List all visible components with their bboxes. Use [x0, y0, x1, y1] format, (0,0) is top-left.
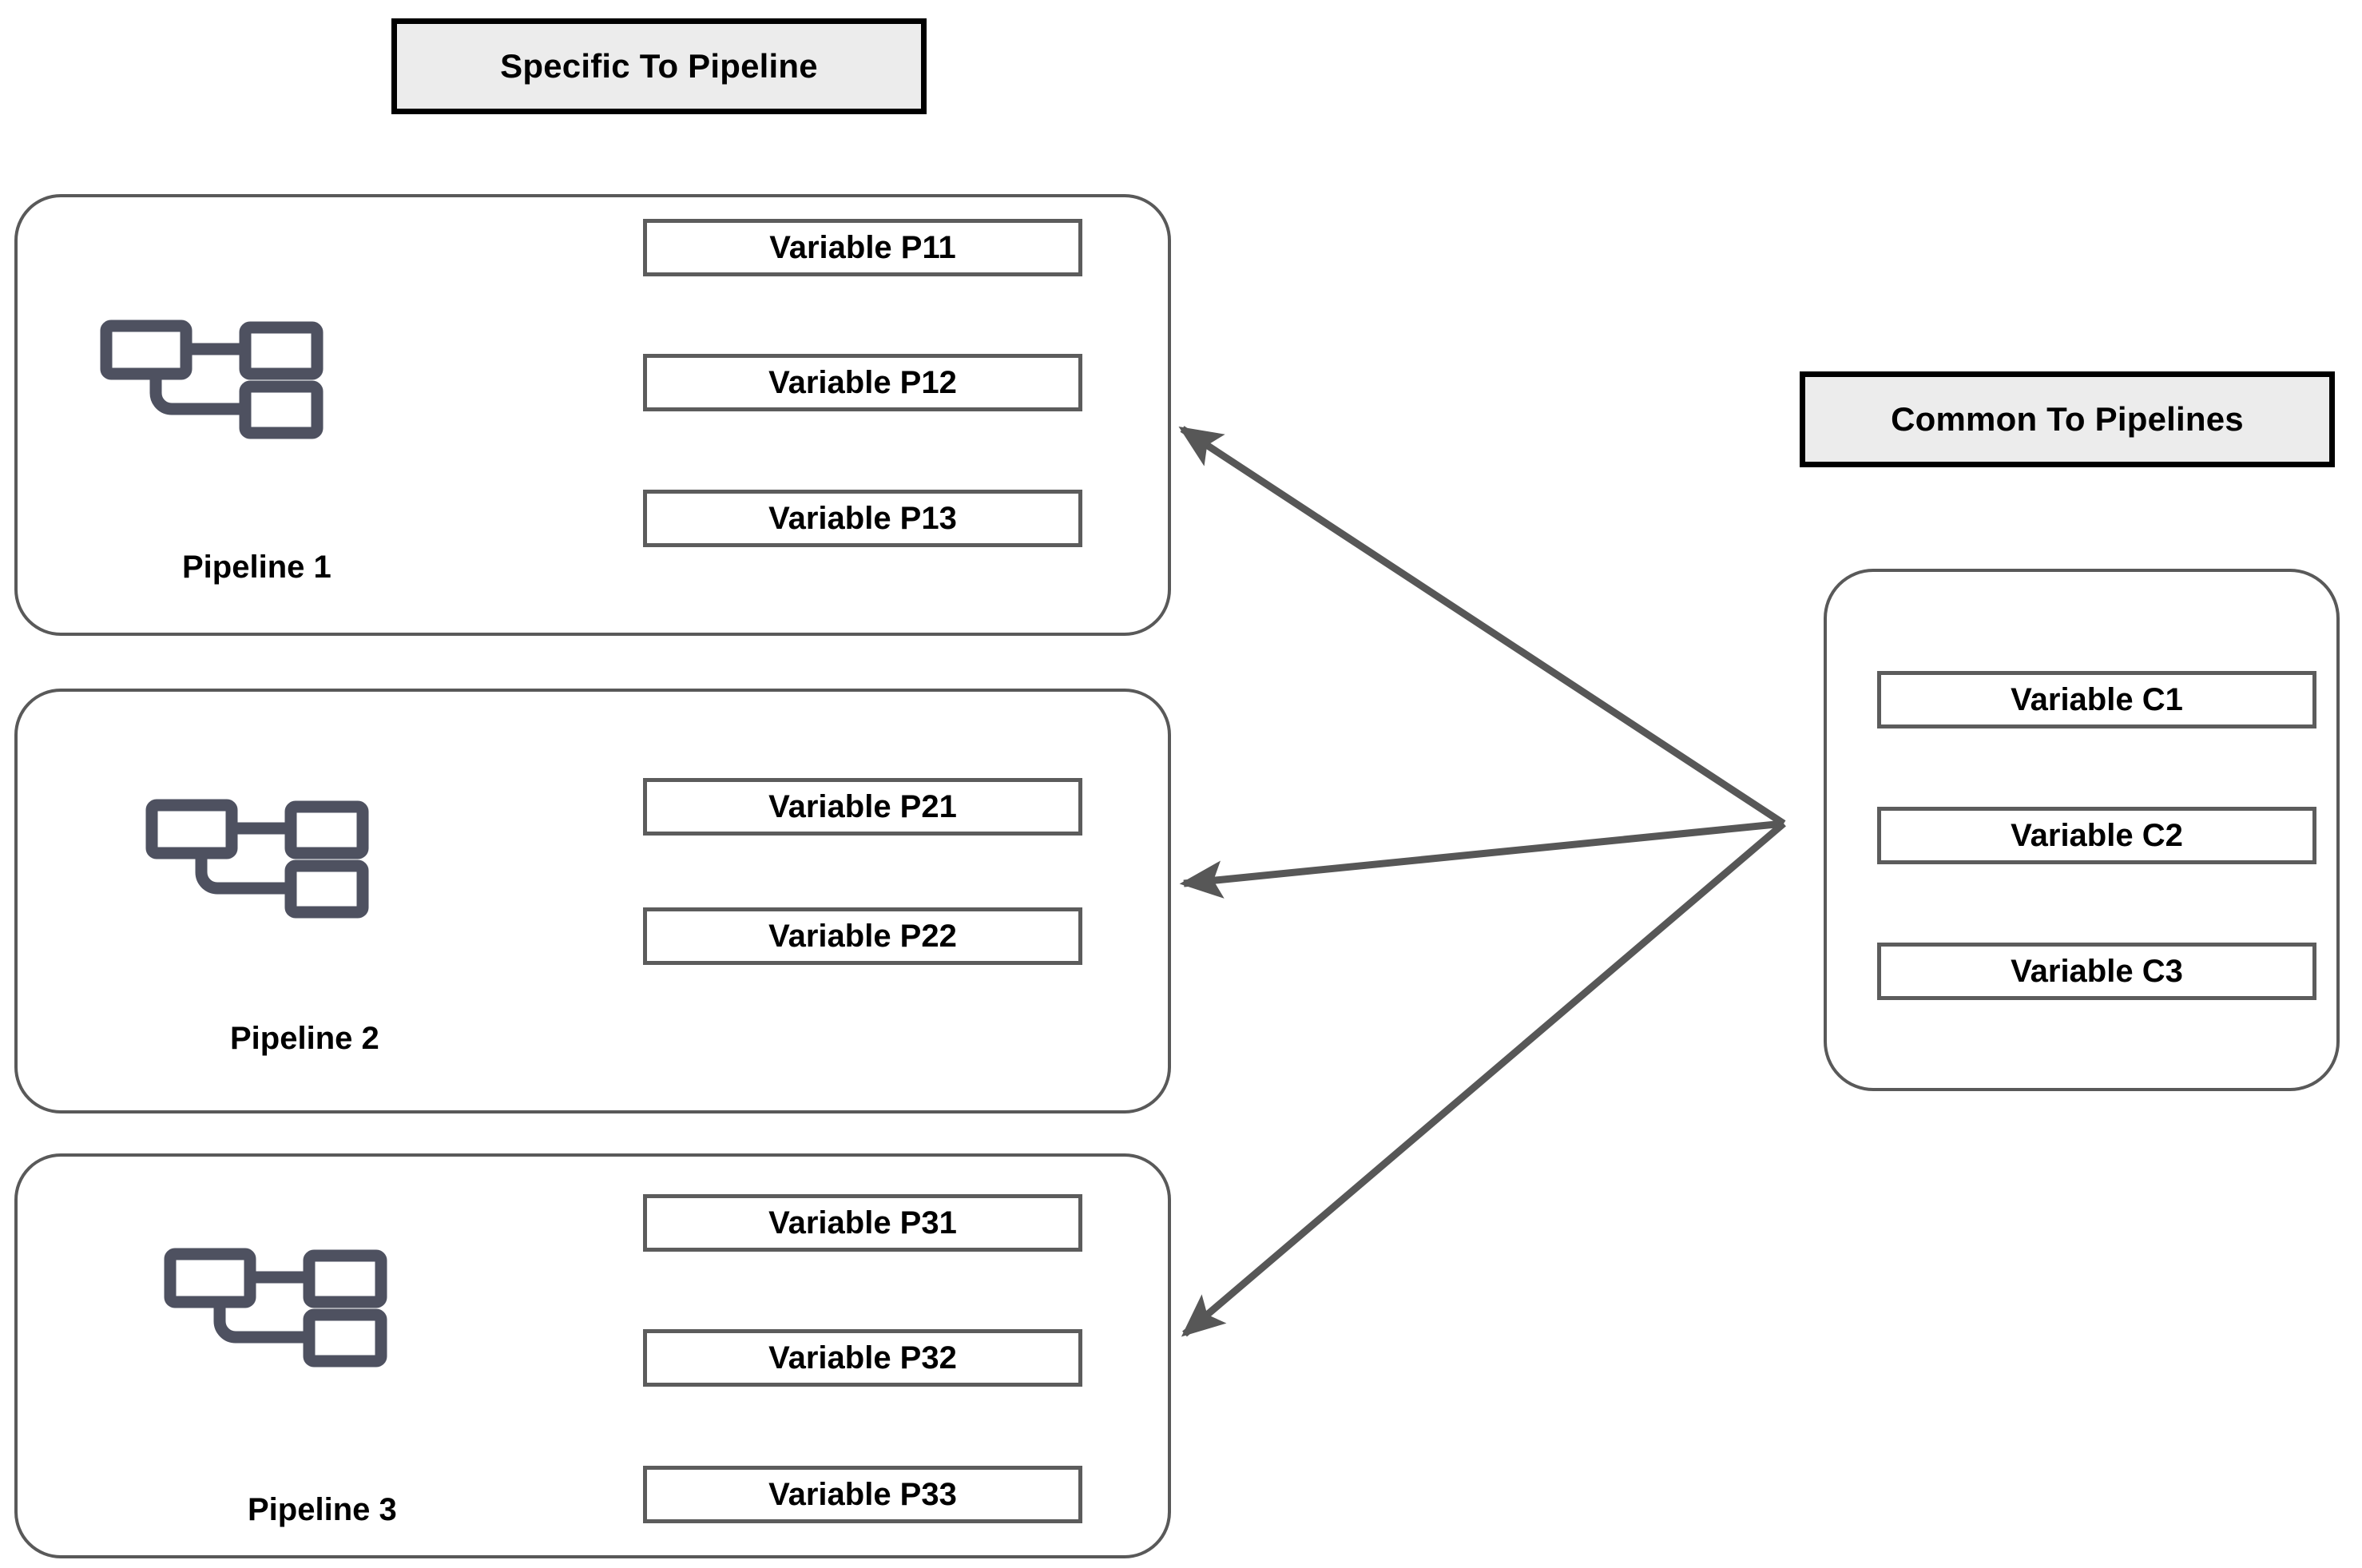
variable-box-p22-label: Variable P22 [768, 918, 957, 954]
variable-box-p21[interactable]: Variable P21 [643, 778, 1082, 836]
connector-common-to-pipeline-3 [1181, 820, 1786, 1337]
variable-box-c3[interactable]: Variable C3 [1877, 943, 2316, 1000]
pipeline-1-label: Pipeline 1 [182, 550, 331, 585]
pipeline-flow-icon [100, 320, 324, 447]
variable-box-c3-label: Variable C3 [2011, 953, 2183, 989]
banner-specific-to-pipeline: Specific To Pipeline [391, 18, 927, 114]
pipeline-flow-icon [164, 1248, 387, 1375]
variable-box-p12[interactable]: Variable P12 [643, 354, 1082, 411]
pipeline-2-label: Pipeline 2 [230, 1021, 379, 1056]
connector-common-to-pipeline-2 [1179, 820, 1784, 899]
variable-box-p31[interactable]: Variable P31 [643, 1194, 1082, 1252]
variable-box-p13[interactable]: Variable P13 [643, 490, 1082, 547]
variable-box-p31-label: Variable P31 [768, 1205, 957, 1241]
variable-box-c2[interactable]: Variable C2 [1877, 807, 2316, 864]
variable-box-p32[interactable]: Variable P32 [643, 1329, 1082, 1387]
banner-specific-label: Specific To Pipeline [500, 47, 818, 85]
variable-box-c1-label: Variable C1 [2011, 681, 2183, 717]
variable-box-p11[interactable]: Variable P11 [643, 219, 1082, 276]
variable-box-p13-label: Variable P13 [768, 500, 957, 536]
variable-box-c2-label: Variable C2 [2011, 817, 2183, 853]
pipeline-flow-icon [145, 799, 369, 927]
variable-box-p32-label: Variable P32 [768, 1340, 957, 1375]
banner-common-to-pipelines: Common To Pipelines [1800, 371, 2335, 467]
variable-box-p22[interactable]: Variable P22 [643, 907, 1082, 965]
banner-common-label: Common To Pipelines [1891, 400, 2244, 438]
variable-box-p11-label: Variable P11 [769, 229, 956, 265]
variable-box-p33[interactable]: Variable P33 [643, 1466, 1082, 1523]
variable-box-c1[interactable]: Variable C1 [1877, 671, 2316, 728]
variable-box-p12-label: Variable P12 [768, 364, 957, 400]
variable-box-p33-label: Variable P33 [768, 1476, 957, 1512]
connector-common-to-pipeline-1 [1178, 426, 1786, 827]
pipeline-2-panel [14, 689, 1171, 1113]
variable-box-p21-label: Variable P21 [768, 788, 957, 824]
pipeline-3-label: Pipeline 3 [248, 1492, 397, 1527]
